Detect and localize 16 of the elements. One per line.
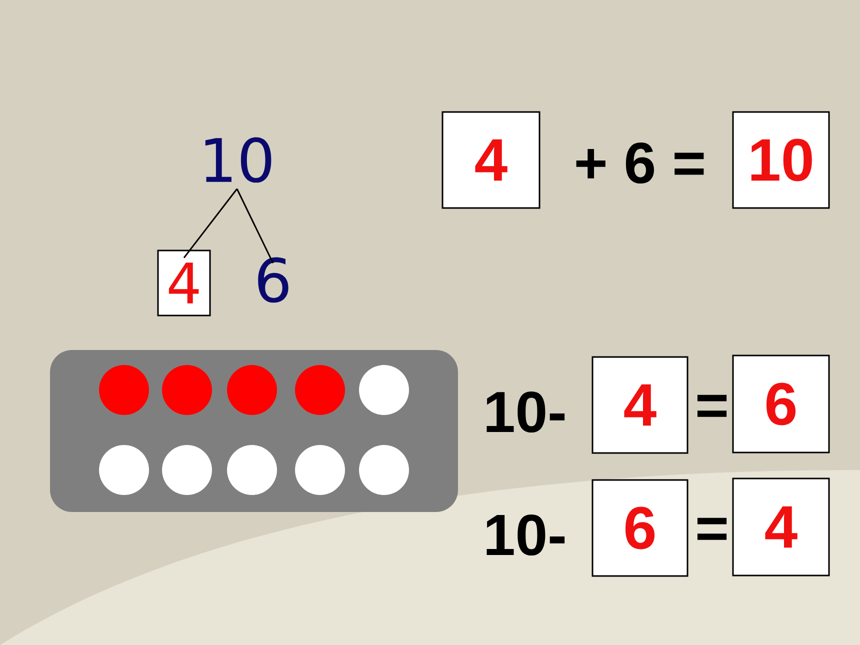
- answer-box: 6: [592, 479, 688, 577]
- answer-box: 4: [442, 111, 540, 209]
- equation-text: =: [697, 518, 727, 540]
- equation-text: =: [697, 394, 727, 417]
- answer-box: 10: [732, 111, 830, 209]
- equation-text: 10-: [486, 391, 565, 433]
- connector-line: [183, 188, 238, 258]
- equation-text: + 6 =: [576, 142, 704, 184]
- answer-box: 4: [157, 250, 211, 316]
- answer-box: 6: [732, 354, 830, 454]
- answer-box: 4: [732, 478, 830, 576]
- equation-text: 10-: [486, 514, 565, 556]
- number: 10: [205, 137, 272, 183]
- answer-box: 4: [592, 356, 688, 454]
- connector-line: [236, 188, 274, 264]
- number: 6: [258, 257, 288, 303]
